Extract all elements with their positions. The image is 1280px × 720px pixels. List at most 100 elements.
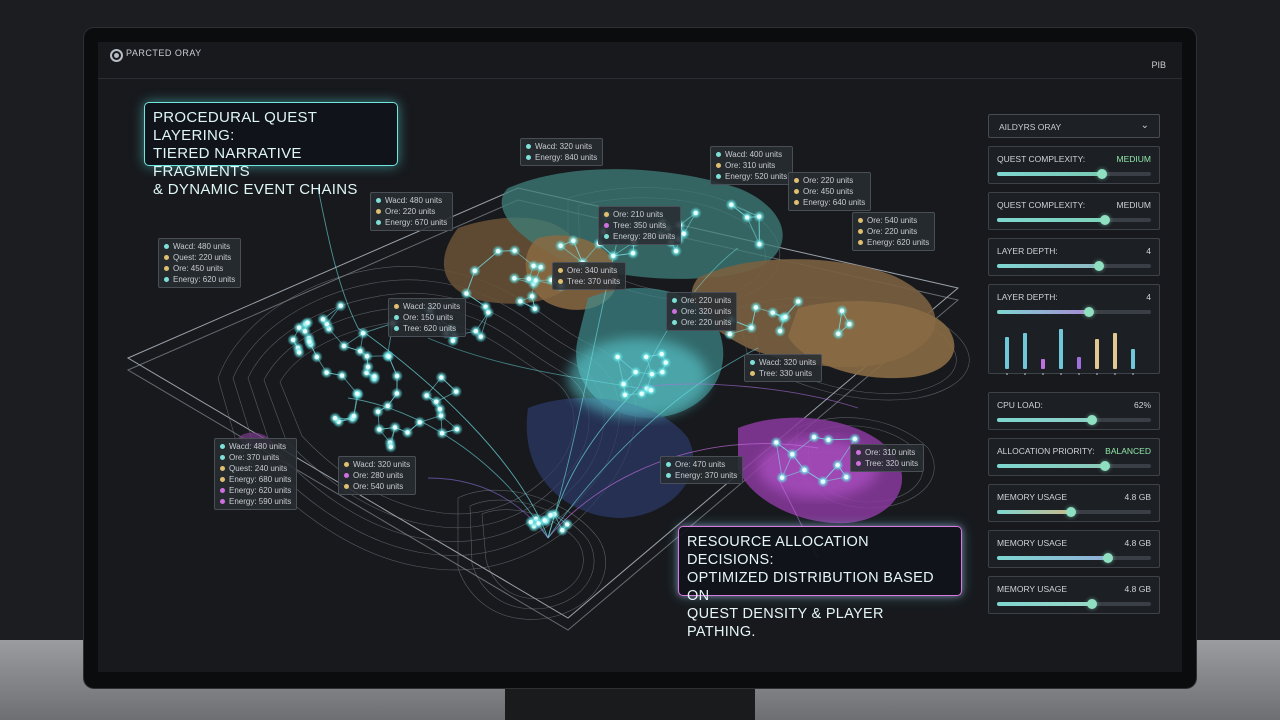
network-node[interactable] [290,337,296,343]
metric-slider[interactable] [997,507,1151,517]
network-node[interactable] [307,339,312,344]
metric-slider-handle[interactable] [1099,215,1110,225]
network-node[interactable] [296,350,302,355]
network-node[interactable] [486,310,491,315]
network-node[interactable] [542,518,547,523]
network-node[interactable] [473,328,478,334]
network-node[interactable] [790,452,795,457]
network-node[interactable] [693,210,698,216]
network-node[interactable] [836,331,841,337]
network-node[interactable] [774,440,779,445]
metric-slider[interactable] [997,169,1151,179]
network-node[interactable] [660,369,665,375]
network-node[interactable] [630,251,636,256]
network-node[interactable] [529,294,535,299]
network-node[interactable] [528,519,534,525]
network-node[interactable] [844,474,849,480]
network-node[interactable] [749,325,754,330]
metric-slider[interactable] [997,599,1151,609]
preset-dropdown[interactable]: AILDYRS ORAY ⌄ [988,114,1160,138]
network-node[interactable] [341,343,347,349]
network-node[interactable] [364,354,370,359]
network-node[interactable] [324,370,329,375]
network-node[interactable] [532,306,538,311]
network-node[interactable] [439,431,445,436]
network-node[interactable] [531,263,536,269]
network-node[interactable] [375,409,381,414]
network-node[interactable] [377,427,382,432]
network-node[interactable] [643,354,649,360]
network-node[interactable] [360,331,366,336]
metric-slider[interactable] [997,553,1151,563]
network-node[interactable] [826,437,831,442]
network-node[interactable] [727,331,733,337]
network-node[interactable] [453,389,459,394]
network-node[interactable] [394,391,400,396]
network-node[interactable] [659,351,664,357]
network-node[interactable] [681,231,686,236]
network-node[interactable] [564,522,570,527]
metric-slider-handle[interactable] [1087,599,1098,609]
network-node[interactable] [464,291,469,296]
network-node[interactable] [386,354,391,359]
network-node[interactable] [756,214,762,219]
network-node[interactable] [777,328,783,334]
network-node[interactable] [770,310,775,315]
metric-slider-handle[interactable] [1065,507,1076,517]
network-node[interactable] [351,413,357,419]
metric-slider[interactable] [997,461,1151,471]
network-node[interactable] [417,420,422,425]
network-node[interactable] [394,373,400,379]
network-node[interactable] [783,314,788,320]
network-node[interactable] [560,528,565,533]
network-node[interactable] [357,348,363,354]
metric-slider-handle[interactable] [1084,307,1095,317]
network-node[interactable] [622,392,628,398]
network-node[interactable] [372,374,377,379]
network-node[interactable] [839,308,845,314]
network-node[interactable] [558,243,563,248]
network-node[interactable] [388,444,394,450]
network-node[interactable] [649,371,655,377]
metric-slider[interactable] [997,215,1151,225]
metric-slider[interactable] [997,261,1151,271]
network-node[interactable] [571,238,576,243]
network-node[interactable] [434,399,439,404]
network-node[interactable] [611,253,616,259]
network-node[interactable] [302,329,308,334]
network-node[interactable] [729,202,734,207]
network-node[interactable] [639,391,644,396]
network-node[interactable] [663,360,668,365]
network-node[interactable] [633,369,638,375]
network-node[interactable] [779,475,785,480]
network-node[interactable] [424,393,429,398]
metric-slider[interactable] [997,415,1151,425]
metric-slider-handle[interactable] [1093,261,1104,271]
metric-slider[interactable] [997,307,1151,317]
network-node[interactable] [392,425,398,430]
network-node[interactable] [526,276,532,282]
network-node[interactable] [405,430,410,435]
network-node[interactable] [454,427,460,432]
network-node[interactable] [648,388,654,393]
network-node[interactable] [332,415,338,421]
metric-slider-handle[interactable] [1102,553,1113,563]
metric-slider-handle[interactable] [1099,461,1110,471]
network-node[interactable] [320,317,326,322]
network-node[interactable] [615,354,620,360]
network-node[interactable] [495,248,501,254]
network-node[interactable] [338,303,343,308]
network-node[interactable] [385,403,390,409]
